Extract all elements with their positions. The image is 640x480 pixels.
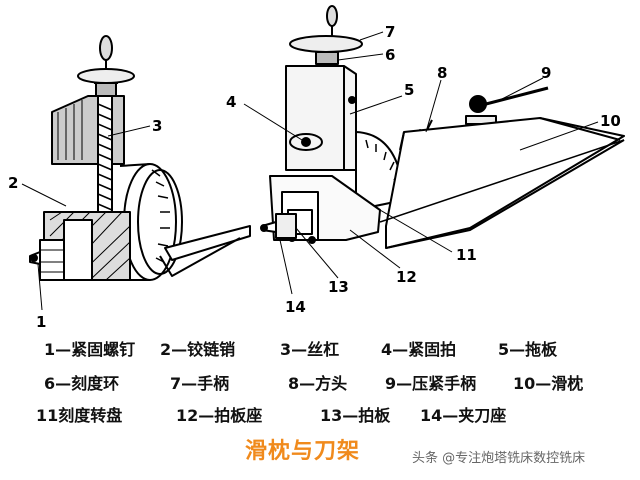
label-14: 14 <box>285 298 306 316</box>
legend-item: 6—刻度环 <box>44 374 120 393</box>
label-6: 6 <box>385 46 395 64</box>
legend-item: 12—拍板座 <box>176 406 263 425</box>
legend-item: 13—拍板 <box>320 406 391 425</box>
figure-caption: 滑枕与刀架 <box>245 439 361 464</box>
label-11: 11 <box>456 246 477 264</box>
label-13: 13 <box>328 278 349 296</box>
watermark: 头条 @专注炮塔铣床数控铣床 <box>412 451 586 466</box>
label-8: 8 <box>437 64 447 82</box>
legend-item: 1—紧固螺钉 <box>44 340 136 359</box>
right-assembly <box>260 5 625 249</box>
label-5: 5 <box>404 81 414 99</box>
legend-item: 11刻度转盘 <box>36 406 123 425</box>
label-7: 7 <box>385 23 395 41</box>
label-12: 12 <box>396 268 417 286</box>
legend-item: 2—铰链销 <box>160 340 236 359</box>
label-3: 3 <box>152 117 162 135</box>
legend-item: 8—方头 <box>288 374 348 393</box>
label-2: 2 <box>8 174 18 192</box>
legend-item: 3—丝杠 <box>280 340 340 359</box>
label-1: 1 <box>36 313 46 330</box>
label-10: 10 <box>600 112 621 130</box>
ram-and-tool-holder-drawing: 1 2 3 4 5 6 7 8 9 10 11 12 13 14 <box>8 5 625 331</box>
legend-item: 10—滑枕 <box>513 374 584 393</box>
legend-item: 4—紧固拍 <box>381 340 457 359</box>
legend-item: 9—压紧手柄 <box>385 374 477 393</box>
left-assembly <box>29 35 251 281</box>
legend-item: 14—夹刀座 <box>420 406 507 425</box>
legend-item: 7—手柄 <box>170 374 230 393</box>
legend-item: 5—拖板 <box>498 340 558 359</box>
label-4: 4 <box>226 93 236 111</box>
label-9: 9 <box>541 64 551 82</box>
